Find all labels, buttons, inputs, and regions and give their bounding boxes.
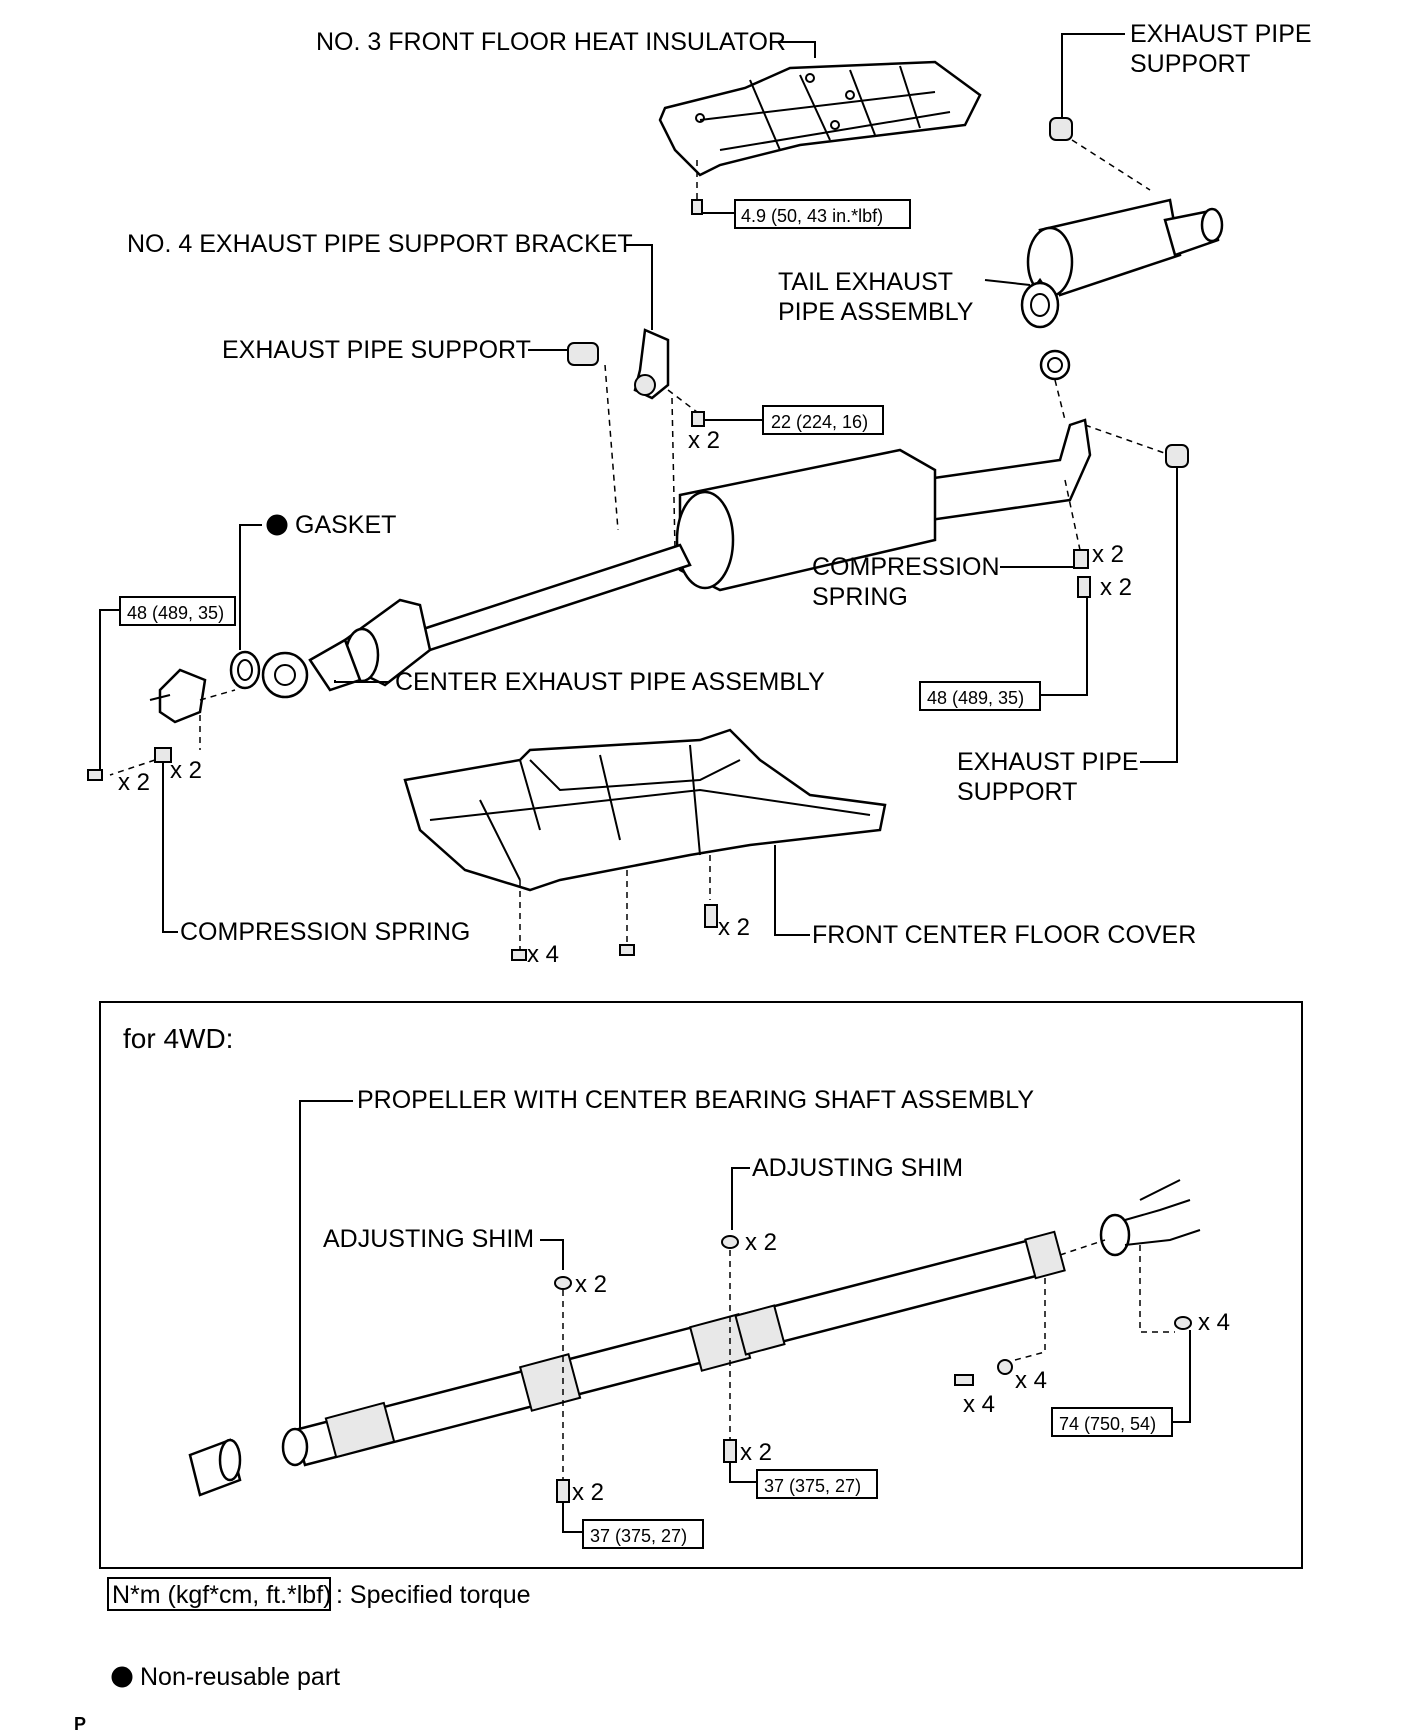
torque-rear-4wd: 74 (750, 54) — [1059, 1414, 1156, 1434]
front-gasket-icon — [229, 650, 261, 690]
label-compression-spring-r-1: COMPRESSION — [812, 553, 1000, 581]
torque-box-front — [119, 596, 236, 626]
torque-box-shim-center — [756, 1469, 878, 1499]
torque-front-flange: 48 (489, 35) — [127, 603, 224, 623]
label-floor-cover: FRONT CENTER FLOOR COVER — [812, 921, 1196, 949]
rear-bolt-4wd-icon — [954, 1374, 974, 1386]
exhaust-support-right-icon — [1165, 444, 1189, 468]
label-propeller: PROPELLER WITH CENTER BEARING SHAFT ASSE… — [357, 1086, 1034, 1114]
qty-shim-center: x 2 — [745, 1229, 777, 1256]
qty-cover-bolt: x 2 — [718, 914, 750, 941]
exhaust-support-top-icon — [1049, 117, 1073, 141]
torque-shim-left: 37 (375, 27) — [590, 1526, 687, 1546]
cover-clip-icon — [619, 944, 635, 956]
legend-torque-desc: : Specified torque — [336, 1581, 531, 1609]
bracket-bolt-icon — [691, 411, 705, 427]
qty-bolt-center: x 2 — [740, 1439, 772, 1466]
qty-bracket-bolt: x 2 — [688, 427, 720, 454]
label-adjusting-shim-left: ADJUSTING SHIM — [323, 1225, 534, 1253]
label-exhaust-support-tr-2: SUPPORT — [1130, 50, 1250, 78]
cover-nut-icon — [511, 949, 527, 961]
non-reusable-dot-gasket — [266, 514, 288, 536]
qty-rear-bolt-4wd: x 4 — [963, 1391, 995, 1418]
qty-rear-spring: x 2 — [1092, 541, 1124, 568]
label-adjusting-shim-center: ADJUSTING SHIM — [752, 1154, 963, 1182]
torque-rear-flange: 48 (489, 35) — [927, 688, 1024, 708]
label-center-pipe: CENTER EXHAUST PIPE ASSEMBLY — [395, 668, 825, 696]
qty-rear-nut-4wd: x 4 — [1198, 1309, 1230, 1336]
torque-box-rear-4wd — [1051, 1407, 1173, 1437]
shim-center-icon — [721, 1235, 739, 1249]
label-gasket: GASKET — [295, 511, 396, 539]
label-tail-pipe-2: PIPE ASSEMBLY — [778, 298, 974, 326]
torque-box-shim-left — [582, 1519, 704, 1549]
label-tail-pipe-1: TAIL EXHAUST — [778, 268, 953, 296]
front-spring-icon — [154, 747, 172, 763]
differential-flange-part — [1099, 1179, 1201, 1257]
transfer-flange-part — [188, 1438, 242, 1497]
front-flange-part — [149, 668, 207, 724]
qty-front-bolt: x 2 — [118, 769, 150, 796]
bolt-center-icon — [723, 1439, 737, 1463]
insulator-bolt-icon — [691, 199, 703, 215]
heat-insulator-part — [658, 60, 982, 177]
inset-title: for 4WD: — [123, 1023, 233, 1054]
torque-box-insulator — [734, 199, 911, 229]
support-bracket-icon — [633, 328, 670, 400]
tail-exhaust-pipe-part — [1020, 198, 1224, 329]
shim-left-icon — [554, 1276, 572, 1290]
label-exhaust-support-r-2: SUPPORT — [957, 778, 1077, 806]
legend-torque-box — [107, 1577, 331, 1611]
label-support-bracket: NO. 4 EXHAUST PIPE SUPPORT BRACKET — [127, 230, 633, 258]
rear-bolt-icon — [1077, 576, 1091, 598]
torque-insulator-bolt: 4.9 (50, 43 in.*lbf) — [741, 206, 883, 226]
label-exhaust-support-r-1: EXHAUST PIPE — [957, 748, 1139, 776]
label-exhaust-support-tr-1: EXHAUST PIPE — [1130, 20, 1312, 48]
rear-spring-icon — [1073, 549, 1089, 569]
label-compression-spring-l: COMPRESSION SPRING — [180, 918, 470, 946]
footer-code: P — [74, 1714, 86, 1734]
torque-bracket-bolt: 22 (224, 16) — [771, 412, 868, 432]
torque-shim-center: 37 (375, 27) — [764, 1476, 861, 1496]
rear-gasket-icon — [1039, 349, 1071, 381]
non-reusable-dot-legend — [111, 1666, 133, 1688]
propeller-shaft-part — [281, 1230, 1066, 1467]
qty-front-spring: x 2 — [170, 757, 202, 784]
qty-cover-nut: x 4 — [527, 941, 559, 968]
exhaust-support-mid-icon — [567, 342, 599, 366]
rear-nut-4wd-icon — [1174, 1316, 1192, 1330]
bolt-left-icon — [556, 1479, 570, 1503]
cover-bolt-icon — [704, 904, 718, 928]
legend-non-reusable: Non-reusable part — [140, 1663, 340, 1691]
label-heat-insulator: NO. 3 FRONT FLOOR HEAT INSULATOR — [316, 28, 786, 56]
qty-bolt-left: x 2 — [572, 1479, 604, 1506]
legend-torque-unit: N*m (kgf*cm, ft.*lbf) — [112, 1581, 331, 1609]
label-exhaust-support-mid: EXHAUST PIPE SUPPORT — [222, 336, 531, 364]
floor-cover-part — [403, 728, 887, 892]
qty-rear-washer-4wd: x 4 — [1015, 1367, 1047, 1394]
torque-box-bracket — [762, 405, 884, 435]
rear-washer-4wd-icon — [997, 1359, 1013, 1375]
torque-box-rear — [919, 681, 1041, 711]
front-bolt-icon — [87, 769, 103, 781]
center-exhaust-pipe-part — [261, 418, 1092, 699]
label-compression-spring-r-2: SPRING — [812, 583, 908, 611]
qty-rear-bolt: x 2 — [1100, 574, 1132, 601]
qty-shim-left: x 2 — [575, 1271, 607, 1298]
